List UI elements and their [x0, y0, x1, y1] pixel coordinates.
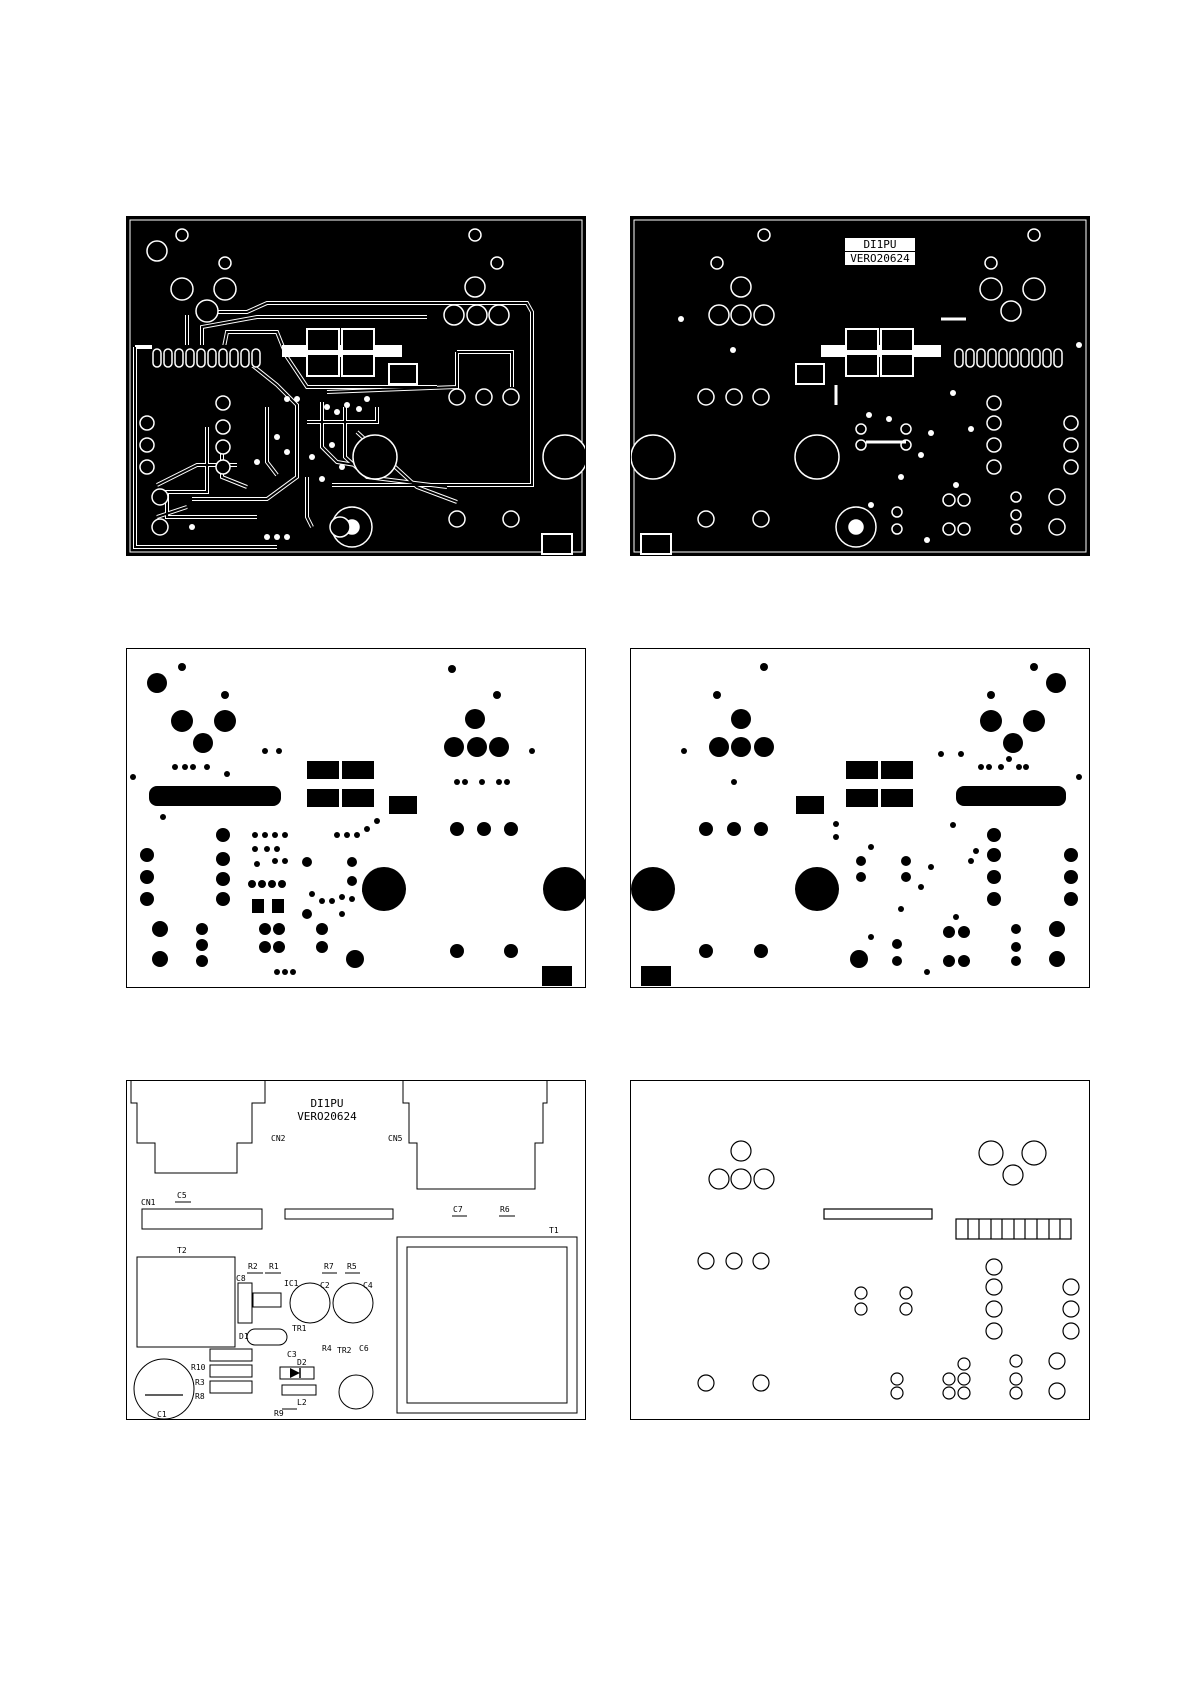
silk-t1: T1: [549, 1226, 559, 1235]
bottom-copper-art: [127, 217, 585, 555]
silk-board-version: VERO20624: [297, 1110, 357, 1123]
silk-r2: R2: [248, 1262, 258, 1271]
silk-r1: R1: [269, 1262, 279, 1271]
silk-r3: R3: [195, 1378, 205, 1387]
silk-board-name: DI1PU: [310, 1097, 343, 1110]
silk-c1: C1: [157, 1410, 167, 1419]
silk-c3: C3: [287, 1350, 297, 1359]
silk-d2: D2: [297, 1358, 307, 1367]
silk-c7: C7: [453, 1205, 463, 1214]
top-mask-art: [631, 649, 1089, 987]
silk-c5: C5: [177, 1191, 187, 1200]
silk-c8: C8: [236, 1274, 246, 1283]
silk-r4: R4: [322, 1344, 332, 1353]
silk-l2: L2: [297, 1398, 307, 1407]
silk-cn2: CN2: [271, 1134, 286, 1143]
silk-r7: R7: [324, 1262, 334, 1271]
drill-outline-layer: [630, 1080, 1090, 1420]
top-copper-art: DI1PU VERO20624: [631, 217, 1089, 555]
silk-cn1: CN1: [141, 1198, 156, 1207]
silk-r8: R8: [195, 1392, 205, 1401]
component-silkscreen: DI1PU VERO20624 CN1 CN2 CN5 C5 C7 R6 T1 …: [126, 1080, 586, 1420]
silk-d1: D1: [239, 1332, 249, 1341]
silk-r6: R6: [500, 1205, 510, 1214]
top-solder-mask: [630, 648, 1090, 988]
silk-tr2: TR2: [337, 1346, 352, 1355]
silk-tr1: TR1: [292, 1324, 307, 1333]
silk-ic1: IC1: [284, 1279, 299, 1288]
bottom-solder-mask: [126, 648, 586, 988]
silk-r5: R5: [347, 1262, 357, 1271]
silk-r10: R10: [191, 1363, 206, 1372]
bottom-mask-art: [127, 649, 585, 987]
top-copper-layer: DI1PU VERO20624: [630, 216, 1090, 556]
silk-c6: C6: [359, 1344, 369, 1353]
silk-c4: C4: [363, 1281, 373, 1290]
drill-outline-art: [631, 1081, 1089, 1419]
silkscreen-art: DI1PU VERO20624 CN1 CN2 CN5 C5 C7 R6 T1 …: [127, 1081, 585, 1419]
board-name-label: DI1PU: [863, 238, 896, 251]
silk-r9: R9: [274, 1409, 284, 1418]
board-version-label: VERO20624: [850, 252, 910, 265]
silk-c2: C2: [320, 1281, 330, 1290]
silk-t2: T2: [177, 1246, 187, 1255]
bottom-copper-layer: [126, 216, 586, 556]
silk-cn5: CN5: [388, 1134, 403, 1143]
